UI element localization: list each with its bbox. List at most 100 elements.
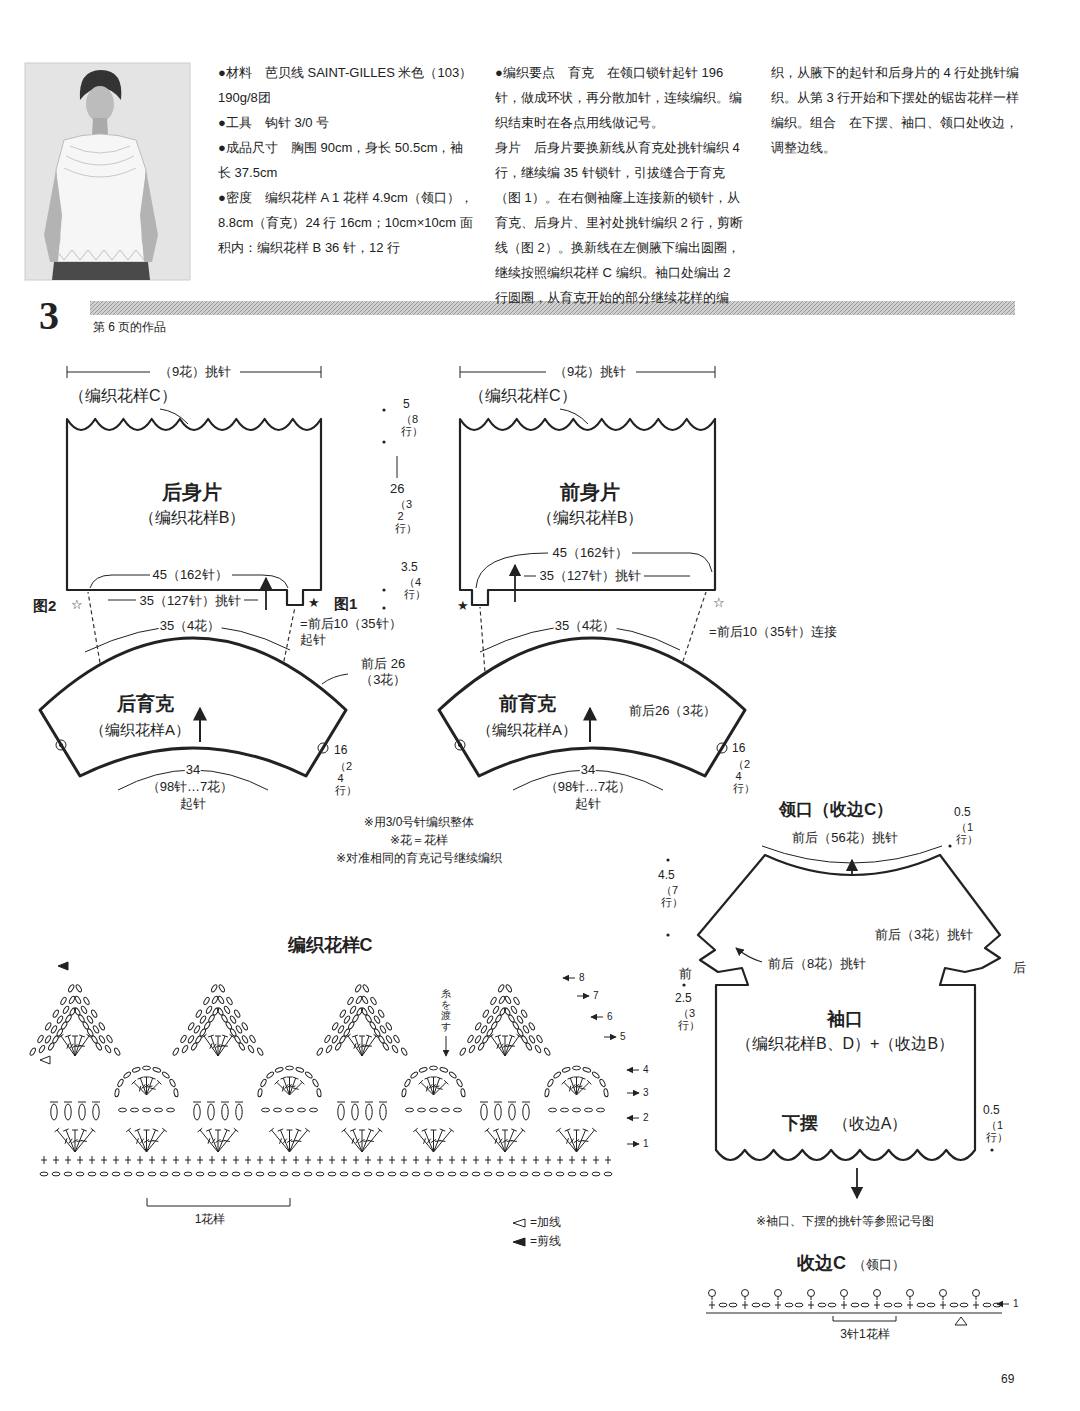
materials-text: ●材料 芭贝线 SAINT-GILLES 米色（103）190g/8团 [218,60,476,110]
stitch-chart [147,1080,162,1095]
stitch-chart [378,1009,385,1018]
dimension-number: 4.5 [657,868,676,882]
piece-name: 下摆 [782,1113,818,1135]
stitch-chart [64,1172,72,1176]
stitch-chart [52,1172,60,1176]
stitch-chart [78,1102,86,1103]
row-number: 5 [619,1031,627,1043]
stitch-chart [148,1172,156,1176]
piece-name: 前育克 [499,693,556,716]
stitch-chart [114,1047,121,1056]
stitch-chart [510,1005,517,1014]
legend-symbol [513,1238,525,1246]
stitch-chart [187,1035,194,1044]
stitch-chart [290,1077,299,1095]
stitch-chart [349,1005,356,1014]
piece-outline [40,638,346,776]
stitch-chart [547,1079,554,1088]
edging-chart [745,1297,746,1301]
stitch-chart [310,1108,318,1112]
edging-chart [874,1301,880,1309]
stitch-pattern: （编织花样A） [477,721,577,739]
stitch-chart [257,1047,264,1056]
stitch-chart [136,1172,144,1176]
edging-chart [775,1301,781,1309]
stitch-chart [221,1156,227,1164]
stitch-chart [76,1172,84,1176]
stitch-chart [523,1104,529,1120]
stitch-chart [226,997,233,1006]
stitch-chart [456,1079,463,1088]
stitch-chart [340,1172,348,1176]
chart-subtitle: （领口） [852,1257,906,1273]
edging-chart [778,1297,779,1301]
stitch-chart [317,1156,323,1164]
piece-outline [460,419,715,605]
stitch-chart [161,1156,167,1164]
dimension-number: 34 [185,762,201,778]
stitch-chart [486,1015,493,1024]
chart-note: 糸を渡す [441,988,451,1032]
stitch-chart [169,1079,176,1088]
dimension-label: 前后（8花）挑针 [767,956,867,972]
edging-chart [785,1303,793,1307]
stitch-chart [389,1156,395,1164]
stitch-chart [221,1102,229,1103]
edging-chart [874,1290,881,1297]
stitch-chart [137,1156,143,1164]
stitch-chart [229,1015,236,1024]
stitch-chart [468,1045,475,1054]
stitch-chart [235,1025,242,1034]
dimension-label: 起针 [574,796,602,812]
pattern-name: （编织花样C） [68,386,178,405]
join-mark: ☆ [712,595,726,611]
stitch-chart [86,1015,93,1024]
stitch-chart [55,1128,75,1152]
stitch-chart [123,1071,132,1079]
join-mark: ☆ [70,597,84,613]
stitch-chart [533,1156,539,1164]
row-number: 8 [578,972,586,984]
joining-line [480,607,485,671]
stitch-chart [58,962,68,970]
stitch-chart [434,1080,449,1095]
stitch-chart [509,1156,515,1164]
piece-name: 袖口 [827,1009,863,1031]
stitch-chart [233,1156,239,1164]
page-reference: 第 6 页的作品 [92,320,167,334]
stitch-chart [40,1172,48,1176]
dimension-lines [706,1313,1002,1314]
stitch-chart [481,1104,487,1120]
stitch-chart [498,984,505,993]
edging-chart [762,1303,770,1307]
back-yoke: 后育克（编织花样A） [38,636,348,780]
stitch-chart [132,1067,141,1073]
garment-schematic: 袖口（编织花样B、D）+（收边B）下摆（收边A） [690,840,1010,1180]
stitch-chart [485,1128,505,1152]
model-photo [44,170,62,262]
measure-dots [682,983,685,986]
stitch-chart [355,984,362,993]
stitch-chart [125,1156,131,1164]
stitch-chart [605,1156,611,1164]
stitch-chart [437,1156,443,1164]
stitch-chart [553,1071,562,1079]
stitch-chart [339,1009,346,1018]
stitch-chart [112,1172,120,1176]
stitch-chart [404,1079,411,1088]
stitch-chart [193,1025,200,1034]
joining-line [284,607,295,661]
stitch-chart [449,1071,458,1079]
stitch-chart [545,1156,551,1164]
stitch-chart [581,1156,587,1164]
stitch-chart [60,997,67,1006]
edging-chart [940,1290,947,1297]
stitch-chart [205,1005,212,1014]
stitch-chart [280,1172,288,1176]
stitch-chart [211,995,218,1004]
model-photo [64,146,136,177]
stitch-chart [379,1025,386,1034]
dimension-number: 5 [402,397,411,411]
row-number: 2 [642,1112,650,1124]
